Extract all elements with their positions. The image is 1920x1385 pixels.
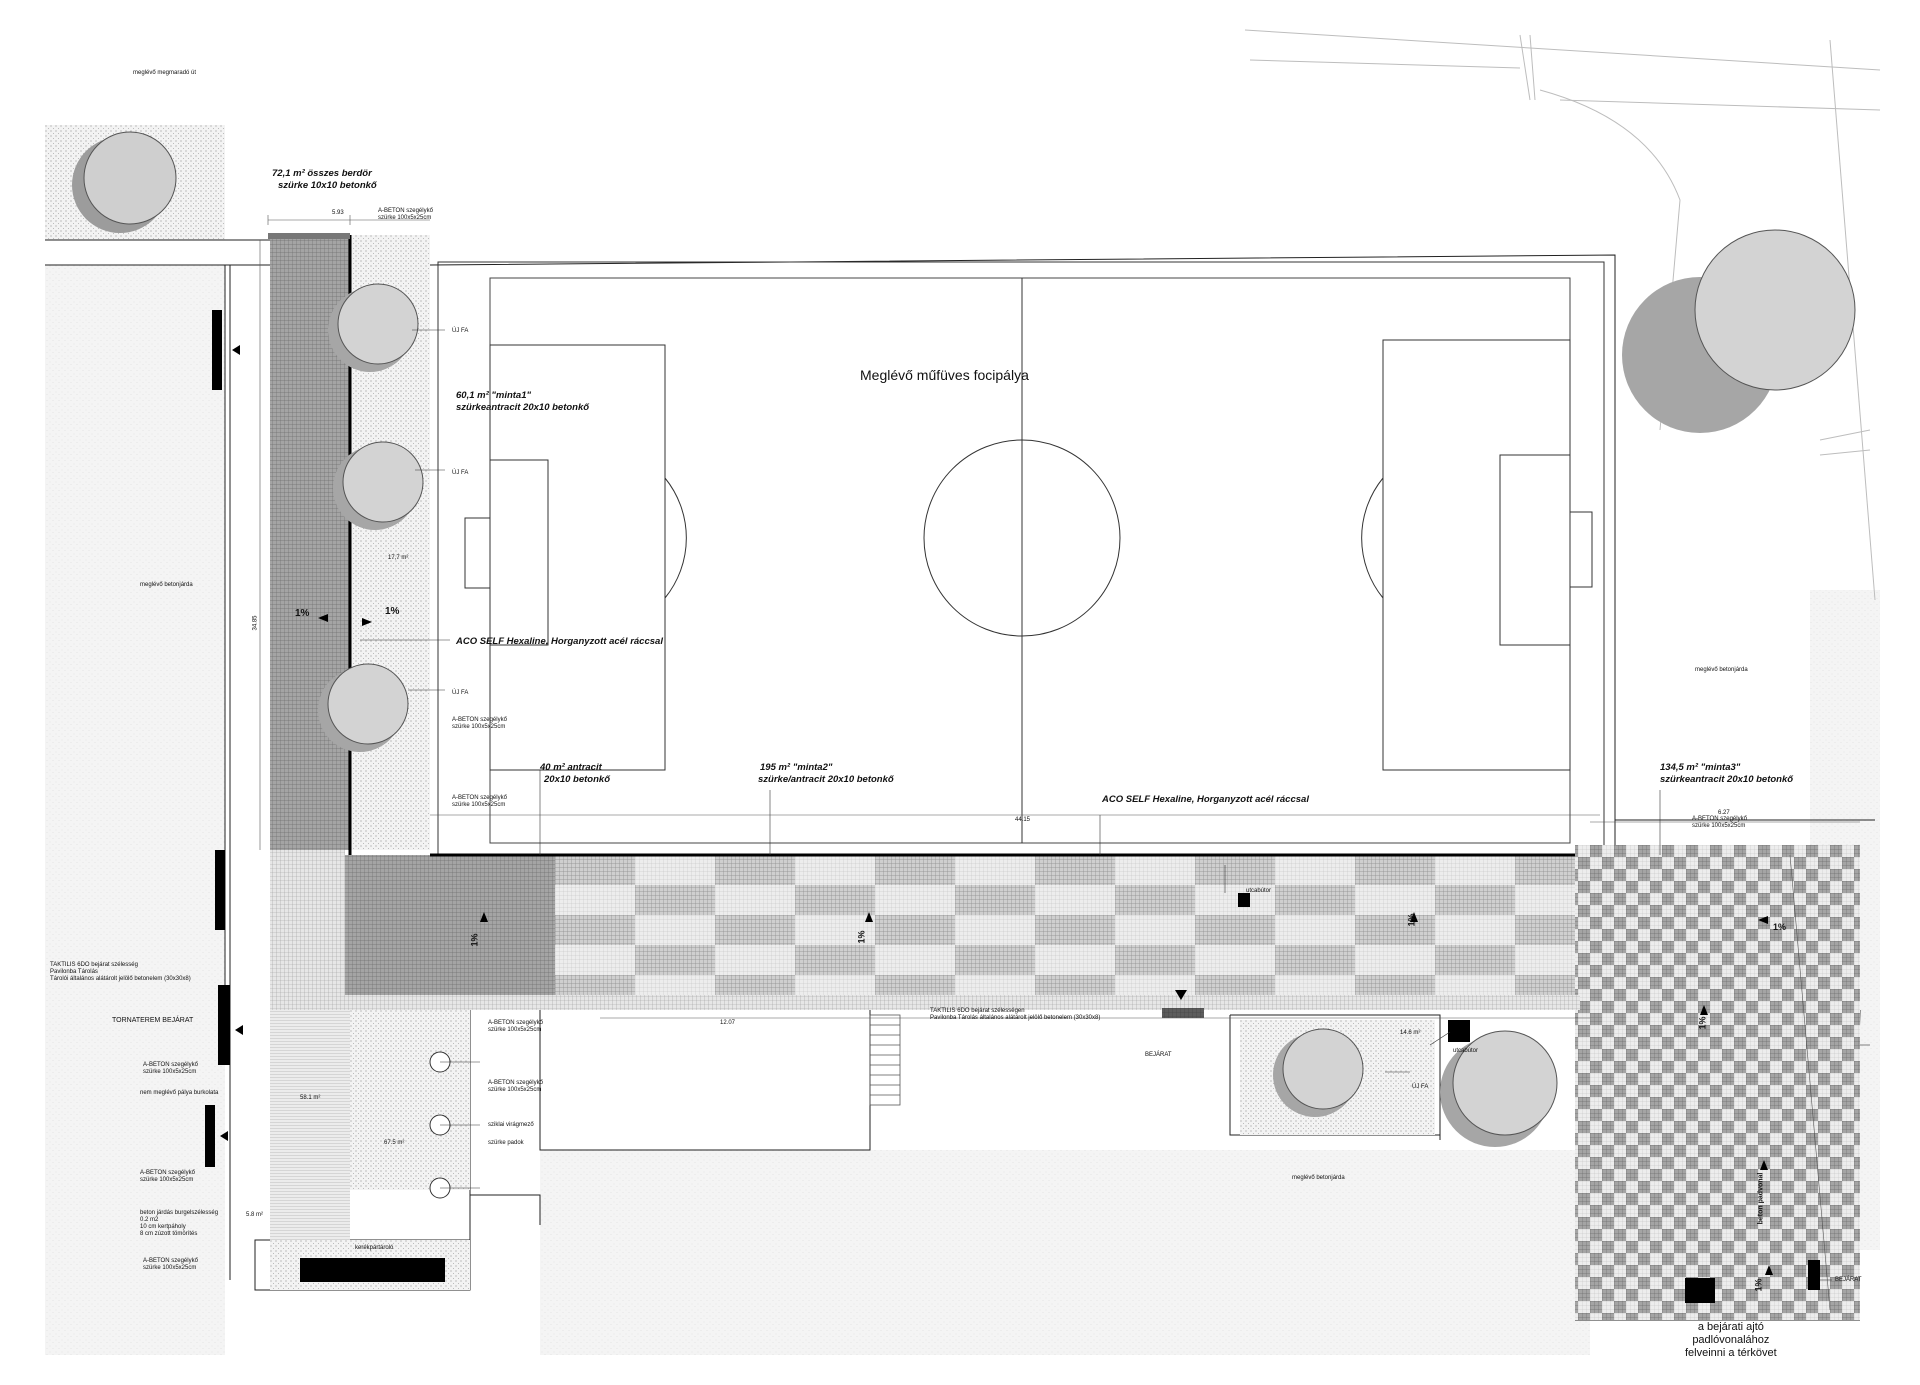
note-line-2: padlóvonalához — [1692, 1334, 1770, 1346]
stairs — [869, 1014, 901, 1106]
lower-planting — [350, 1010, 470, 1190]
trees — [72, 131, 1856, 1147]
dimension-label: 5.93 — [332, 210, 344, 216]
dimension-label: 6.27 — [1718, 810, 1730, 816]
curb-label: A-BETON szegélykő — [1692, 816, 1747, 822]
dimension-label: 34.85 — [252, 615, 259, 631]
checker-paving-pattern2 — [555, 855, 1575, 995]
dimension-label: 12.07 — [720, 1020, 736, 1026]
area-label-minta1-line2: szürkeantracit 20x10 betonkő — [456, 402, 590, 413]
area-small: 17,7 m² — [388, 555, 409, 561]
area-label-anthracite-line1: 40 m² antracit — [540, 762, 602, 773]
slope-label: 1% — [385, 606, 400, 617]
tactile-label-2: Pavilonba Tárolás általános alátárolt je… — [930, 1015, 1101, 1021]
tree-label: ÚJ FA — [452, 690, 469, 696]
bottom-note-2: 0.2 m2 — [140, 1217, 159, 1223]
area-small: 67.5 m² — [384, 1140, 405, 1146]
curb-label-size: szürke 100x5x25cm — [452, 802, 506, 808]
curb-label-size: szürke 100x5x25cm — [143, 1265, 197, 1271]
leader-lines — [360, 329, 1870, 1281]
furniture-label: utcabútor — [1246, 888, 1272, 894]
football-field — [437, 261, 1605, 855]
area-label-minta2-line1: 195 m² "minta2" — [760, 762, 833, 773]
area-label-minta2-line2: szürke/antracit 20x10 betonkő — [758, 774, 894, 785]
area-label-anthracite-line2: 20x10 betonkő — [544, 774, 610, 785]
tactile-label-3: Tárolói általános alátárolt jelölő beton… — [50, 976, 191, 982]
curb-label: A-BETON szegélykő — [452, 795, 507, 801]
note-line-3: felveinni a térkövet — [1685, 1347, 1777, 1359]
area-label-curb-line1: 72,1 m² összes berdör — [272, 168, 372, 179]
curb-label-size: szürke 100x5x25cm — [488, 1087, 542, 1093]
slope-label: 1% — [1773, 922, 1787, 932]
drain-label-vertical: ACO SELF Hexaline, Horganyzott acél rácc… — [456, 636, 663, 647]
lower-left-paving — [270, 1010, 350, 1240]
curb-label: A-BETON szegélykő — [488, 1020, 543, 1026]
curb-label-size: szürke 100x5x25cm — [378, 215, 432, 221]
curb-label: A-BETON szegélykő — [452, 717, 507, 723]
tree-label: ÚJ FA — [1412, 1084, 1429, 1090]
right-vertical-label: beton padvonal — [1757, 1172, 1765, 1225]
curb-label: A-BETON szegélykő — [378, 208, 433, 214]
curb-label-size: szürke 100x5x25cm — [140, 1177, 194, 1183]
ground-left — [45, 265, 225, 1355]
curb-label-size: szürke 100x5x25cm — [143, 1069, 197, 1075]
bottom-note-4: 8 cm zúzott tömörítés — [140, 1231, 198, 1237]
slope-label: 1% — [295, 608, 310, 619]
checker-paving-pattern3 — [1575, 845, 1860, 1320]
edge-paving — [270, 995, 1580, 1010]
curb-label-size: szürke 100x5x25cm — [452, 724, 506, 730]
existing-walkway-right: meglévő betonjárda — [1695, 667, 1748, 673]
tactile-label: TAKTILIS 6DO bejárat szélesség — [50, 962, 138, 968]
curb-label: A-BETON szegélykő — [143, 1062, 198, 1068]
bottom-note-1: beton járdás burgelszélesség — [140, 1210, 219, 1216]
tree-label: ÚJ FA — [452, 470, 469, 476]
slope-label: 1% — [856, 930, 867, 944]
area-small: 58.1 m² — [300, 1095, 321, 1101]
entrance-label: BEJÁRAT — [1835, 1277, 1862, 1283]
field-title: Meglévő műfüves focipálya — [860, 367, 1029, 383]
existing-walkway-bottom: meglévő betonjárda — [1292, 1175, 1345, 1181]
left-strip-top-edge — [268, 233, 350, 239]
area-label-minta1-line1: 60,1 m² "minta1" — [456, 390, 532, 401]
existing-walkway-left: meglévő betonjárda — [140, 582, 193, 588]
area-small: 5.8 m² — [246, 1212, 264, 1218]
gym-entrance-label: TORNATEREM BEJÁRAT — [112, 1017, 194, 1024]
slope-label: 1% — [469, 933, 480, 947]
ground-bottom — [540, 1150, 1590, 1355]
dimension-label: 44.15 — [1015, 817, 1031, 823]
direction-arrows — [220, 345, 1773, 1275]
curb-label-size: szürke 100x5x25cm — [1692, 823, 1746, 829]
furniture-label: utcabútor — [1453, 1048, 1479, 1054]
entrance-label: BEJÁRAT — [1145, 1052, 1172, 1058]
grass-label: sziklai virágmező — [488, 1122, 534, 1128]
curb-label: A-BETON szegélykő — [140, 1170, 195, 1176]
note-line-1: a bejárati ajtó — [1697, 1321, 1764, 1333]
area-label-curb-line2: szürke 10x10 betonkő — [278, 180, 377, 191]
curb-label: A-BETON szegélykő — [488, 1080, 543, 1086]
area-small: 14.6 m² — [1400, 1030, 1421, 1036]
bicycle-label: kerékpártároló — [355, 1245, 394, 1251]
tree-label: ÚJ FA — [452, 328, 469, 334]
drain-label-horizontal: ACO SELF Hexaline, Horganyzott acél rácc… — [1102, 794, 1309, 805]
bench-label: szürke padok — [488, 1140, 524, 1146]
anthracite-paving — [345, 855, 555, 995]
bottom-right-note: a bejárati ajtó padlóvonalához felveinni… — [1685, 1321, 1777, 1360]
tactile-label-2: Pavilonba Tárolás — [50, 969, 98, 975]
curb-label: A-BETON szegélykő — [143, 1258, 198, 1264]
bottom-note-3: 10 cm kertpáholy — [140, 1224, 186, 1230]
slope-label: 1% — [1753, 1278, 1764, 1292]
area-label-minta3-line1: 134,5 m² "minta3" — [1660, 762, 1741, 773]
area-label-minta3-line2: szürkeantracit 20x10 betonkő — [1660, 774, 1794, 785]
edge-note-label: nem meglévő pálya burkolata — [140, 1090, 219, 1096]
slope-label: 1% — [1406, 913, 1417, 927]
black-elements — [205, 310, 1820, 1303]
slope-label: 1% — [1697, 1016, 1708, 1030]
curb-label-size: szürke 100x5x25cm — [488, 1027, 542, 1033]
left-strip-light-paving — [270, 850, 345, 1005]
existing-road-label: meglévő megmaradó út — [133, 70, 197, 76]
dimension-lines — [259, 215, 1860, 1311]
tactile-label: TAKTILIS 6DO bejárat szélességen — [930, 1008, 1025, 1014]
